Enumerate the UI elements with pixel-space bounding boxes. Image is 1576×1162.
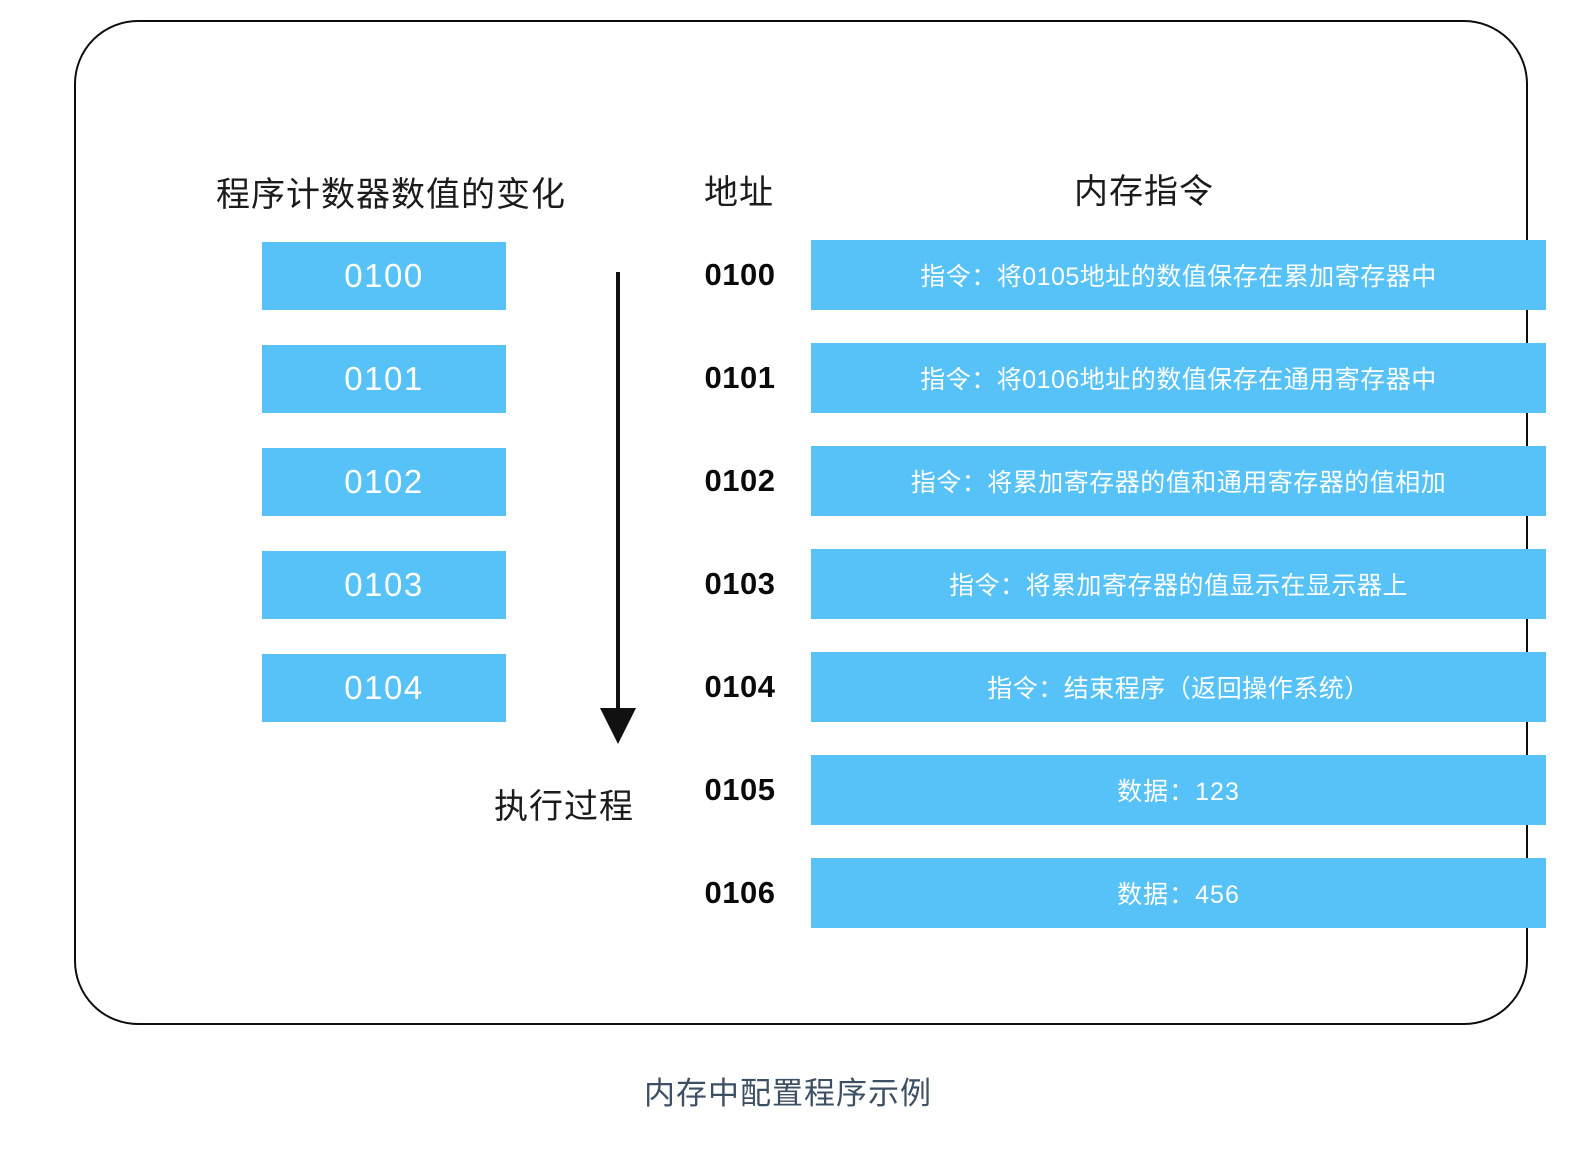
memory-row: 0103 指令：将累加寄存器的值显示在显示器上 — [688, 549, 1546, 619]
memory-address-label: 0105 — [704, 772, 776, 807]
program-counter-box: 0100 — [262, 242, 506, 310]
memory-data-cell: 数据：123 — [811, 755, 1546, 825]
diagram-frame: 程序计数器数值的变化 地址 内存指令 0100 0101 0102 0103 0104 … — [74, 20, 1546, 1025]
execution-flow-label: 执行过程 — [494, 788, 634, 826]
program-counter-box: 0102 — [262, 448, 506, 516]
memory-row: 0106 数据：456 — [688, 858, 1546, 928]
figure-caption: 内存中配置程序示例 — [644, 1076, 932, 1111]
memory-address-label: 0100 — [704, 257, 776, 292]
program-counter-box: 0104 — [262, 654, 506, 722]
memory-row: 0100 指令：将0105地址的数值保存在累加寄存器中 — [688, 240, 1546, 310]
program-counter-column-header: 程序计数器数值的变化 — [216, 176, 566, 214]
memory-row: 0105 数据：123 — [688, 755, 1546, 825]
memory-address-label: 0104 — [704, 669, 776, 704]
execution-arrow-head-icon — [600, 708, 636, 744]
memory-row: 0102 指令：将累加寄存器的值和通用寄存器的值相加 — [688, 446, 1546, 516]
memory-data-cell: 数据：456 — [811, 858, 1546, 928]
memory-address-label: 0103 — [704, 566, 776, 601]
memory-address-label: 0101 — [704, 360, 776, 395]
memory-address-label: 0102 — [704, 463, 776, 498]
memory-instruction-cell: 指令：结束程序（返回操作系统） — [811, 652, 1546, 722]
memory-address-label: 0106 — [704, 875, 776, 910]
execution-arrow-line — [616, 272, 620, 714]
memory-instruction-cell: 指令：将累加寄存器的值显示在显示器上 — [811, 549, 1546, 619]
memory-instruction-column-header: 内存指令 — [1074, 173, 1214, 211]
program-counter-box: 0101 — [262, 345, 506, 413]
memory-row: 0104 指令：结束程序（返回操作系统） — [688, 652, 1546, 722]
memory-instruction-cell: 指令：将0105地址的数值保存在累加寄存器中 — [811, 240, 1546, 310]
memory-instruction-cell: 指令：将累加寄存器的值和通用寄存器的值相加 — [811, 446, 1546, 516]
program-counter-box: 0103 — [262, 551, 506, 619]
address-column-header: 地址 — [704, 174, 774, 212]
memory-row: 0101 指令：将0106地址的数值保存在通用寄存器中 — [688, 343, 1546, 413]
memory-instruction-cell: 指令：将0106地址的数值保存在通用寄存器中 — [811, 343, 1546, 413]
